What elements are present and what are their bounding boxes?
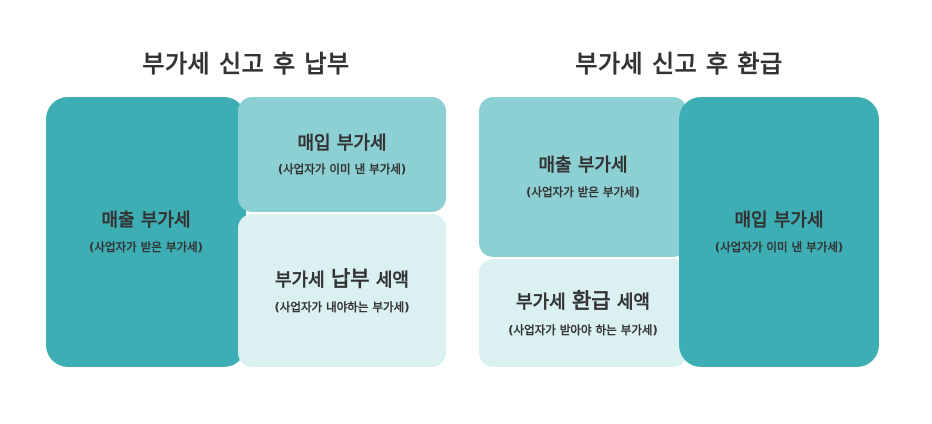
label-emphasis: 환급 bbox=[571, 289, 611, 314]
left-payment-amount-box: 부가세 납부 세액 (사업자가 내야하는 부가세) bbox=[238, 214, 446, 367]
label-part: 부가세 bbox=[275, 269, 331, 291]
left-payment-amount-note: (사업자가 내야하는 부가세) bbox=[274, 300, 410, 315]
right-purchase-vat-box: 매입 부가세 (사업자가 이미 낸 부가세) bbox=[679, 97, 879, 367]
label-part: 부가세 bbox=[516, 292, 572, 314]
right-purchase-vat-label: 매입 부가세 bbox=[734, 210, 824, 232]
label-emphasis: 납부 bbox=[330, 266, 370, 291]
left-payment-amount-label: 부가세 납부 세액 bbox=[275, 266, 409, 293]
right-refund-amount-label: 부가세 환급 세액 bbox=[516, 288, 650, 315]
right-purchase-vat-note: (사업자가 이미 낸 부가세) bbox=[714, 239, 844, 254]
left-diagram-title: 부가세 신고 후 납부 bbox=[142, 50, 350, 78]
label-part: 세액 bbox=[610, 292, 650, 314]
left-sales-vat-label: 매출 부가세 bbox=[101, 210, 191, 232]
label-part: 세액 bbox=[369, 269, 409, 291]
left-sales-vat-note: (사업자가 받은 부가세) bbox=[89, 239, 203, 254]
right-refund-amount-note: (사업자가 받아야 하는 부가세) bbox=[508, 322, 658, 337]
right-refund-amount-box: 부가세 환급 세액 (사업자가 받아야 하는 부가세) bbox=[479, 259, 687, 367]
right-diagram-title: 부가세 신고 후 환급 bbox=[575, 50, 783, 78]
left-sales-vat-box: 매출 부가세 (사업자가 받은 부가세) bbox=[46, 97, 246, 367]
left-purchase-vat-note: (사업자가 이미 낸 부가세) bbox=[277, 162, 407, 177]
right-sales-vat-box: 매출 부가세 (사업자가 받은 부가세) bbox=[479, 97, 687, 257]
left-purchase-vat-label: 매입 부가세 bbox=[297, 132, 387, 154]
right-sales-vat-note: (사업자가 받은 부가세) bbox=[526, 184, 640, 199]
left-purchase-vat-box: 매입 부가세 (사업자가 이미 낸 부가세) bbox=[238, 97, 446, 212]
right-sales-vat-label: 매출 부가세 bbox=[538, 155, 628, 177]
